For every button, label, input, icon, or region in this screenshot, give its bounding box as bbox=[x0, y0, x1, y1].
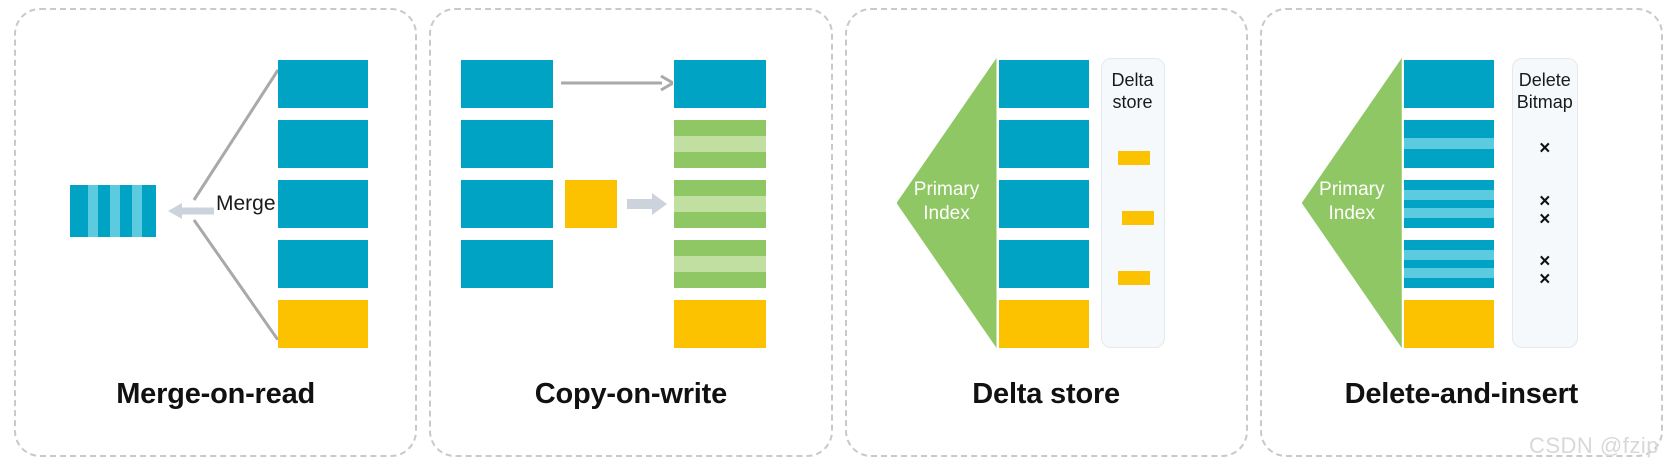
delete-mark: × bbox=[1539, 138, 1551, 159]
green-stripe bbox=[674, 272, 767, 288]
delete-bitmap-card: Delete Bitmap × × × × × bbox=[1511, 58, 1578, 348]
merged-bar-stripe bbox=[88, 185, 98, 237]
data-block bbox=[998, 60, 1089, 108]
green-stripe bbox=[674, 212, 767, 228]
delete-mark: × bbox=[1539, 251, 1551, 272]
data-block bbox=[278, 120, 368, 168]
data-block bbox=[278, 180, 368, 228]
merged-bar-stripe bbox=[110, 185, 120, 237]
panel-delta-store-stage: Primary Index Delta store bbox=[847, 10, 1246, 348]
delete-mark: × bbox=[1539, 209, 1551, 230]
data-block-striped bbox=[1403, 120, 1494, 168]
merge-arrow-icon bbox=[168, 203, 214, 219]
delete-mark: × bbox=[1539, 191, 1551, 212]
delete-stripe bbox=[1403, 208, 1494, 218]
delete-bitmap-card-title-line1: Delete bbox=[1518, 70, 1571, 90]
panel-copy-on-write: Copy-on-write bbox=[429, 8, 833, 457]
rewrite-arrow-icon bbox=[627, 193, 668, 215]
result-block bbox=[674, 60, 767, 108]
delta-block bbox=[998, 300, 1089, 348]
panel-caption-merge-on-read: Merge-on-read bbox=[116, 378, 316, 410]
delta-store-card-title-line2: store bbox=[1112, 92, 1153, 112]
green-stripe bbox=[674, 180, 767, 196]
insert-block bbox=[1403, 300, 1494, 348]
data-block bbox=[998, 240, 1089, 288]
primary-index-triangle bbox=[1301, 58, 1402, 348]
merged-data-bar bbox=[70, 185, 156, 237]
panel-merge-on-read-stage: Merge bbox=[16, 10, 415, 348]
panel-delete-and-insert-stage: Primary Index Delete Bitmap bbox=[1262, 10, 1661, 348]
merge-label: Merge bbox=[216, 192, 276, 215]
data-block bbox=[998, 120, 1089, 168]
data-block bbox=[1403, 60, 1494, 108]
data-block-striped bbox=[1403, 240, 1494, 288]
delete-mark: × bbox=[1539, 269, 1551, 290]
merged-bar-stripe bbox=[132, 185, 142, 237]
green-stripe bbox=[674, 136, 767, 152]
delta-chip bbox=[1117, 151, 1150, 165]
panel-delta-store: Primary Index Delta store Delta store bbox=[844, 8, 1248, 457]
panel-caption-delta-store: Delta store bbox=[972, 378, 1120, 410]
delete-bitmap-card-title: Delete Bitmap bbox=[1513, 69, 1577, 113]
data-block-striped bbox=[1403, 180, 1494, 228]
delete-stripe bbox=[1403, 268, 1494, 278]
primary-index-triangle bbox=[896, 58, 997, 348]
green-stripe bbox=[674, 256, 767, 272]
result-block-green bbox=[674, 120, 767, 168]
data-block bbox=[278, 240, 368, 288]
delta-block bbox=[278, 300, 368, 348]
result-block-orange bbox=[674, 300, 767, 348]
delta-store-card: Delta store bbox=[1100, 58, 1165, 348]
delta-store-card-title: Delta store bbox=[1102, 69, 1164, 113]
panel-caption-delete-and-insert: Delete-and-insert bbox=[1344, 378, 1579, 410]
delta-chip bbox=[1121, 211, 1154, 225]
watermark-text: CSDN @fzip bbox=[1528, 433, 1659, 458]
result-block-green bbox=[674, 180, 767, 228]
delete-stripe bbox=[1403, 250, 1494, 260]
delta-store-card-title-line1: Delta bbox=[1111, 70, 1154, 90]
delta-block bbox=[565, 180, 618, 228]
panel-caption-copy-on-write: Copy-on-write bbox=[534, 378, 728, 410]
source-block bbox=[461, 60, 554, 108]
source-block bbox=[461, 240, 554, 288]
panel-merge-on-read: Merge Merge-on-read bbox=[14, 8, 418, 457]
source-block bbox=[461, 180, 554, 228]
panel-copy-on-write-stage bbox=[431, 10, 830, 348]
result-block-green bbox=[674, 240, 767, 288]
data-block bbox=[998, 180, 1089, 228]
green-stripe bbox=[674, 196, 767, 212]
green-stripe bbox=[674, 120, 767, 136]
delta-chip bbox=[1117, 271, 1150, 285]
delete-stripe bbox=[1403, 138, 1494, 149]
delete-stripe bbox=[1403, 190, 1494, 200]
data-block bbox=[278, 60, 368, 108]
source-block bbox=[461, 120, 554, 168]
panel-delete-and-insert: Primary Index Delete Bitmap bbox=[1259, 8, 1663, 457]
green-stripe bbox=[674, 152, 767, 168]
green-stripe bbox=[674, 240, 767, 256]
delete-bitmap-card-title-line2: Bitmap bbox=[1516, 92, 1573, 112]
copy-arrow-icon bbox=[561, 74, 674, 92]
